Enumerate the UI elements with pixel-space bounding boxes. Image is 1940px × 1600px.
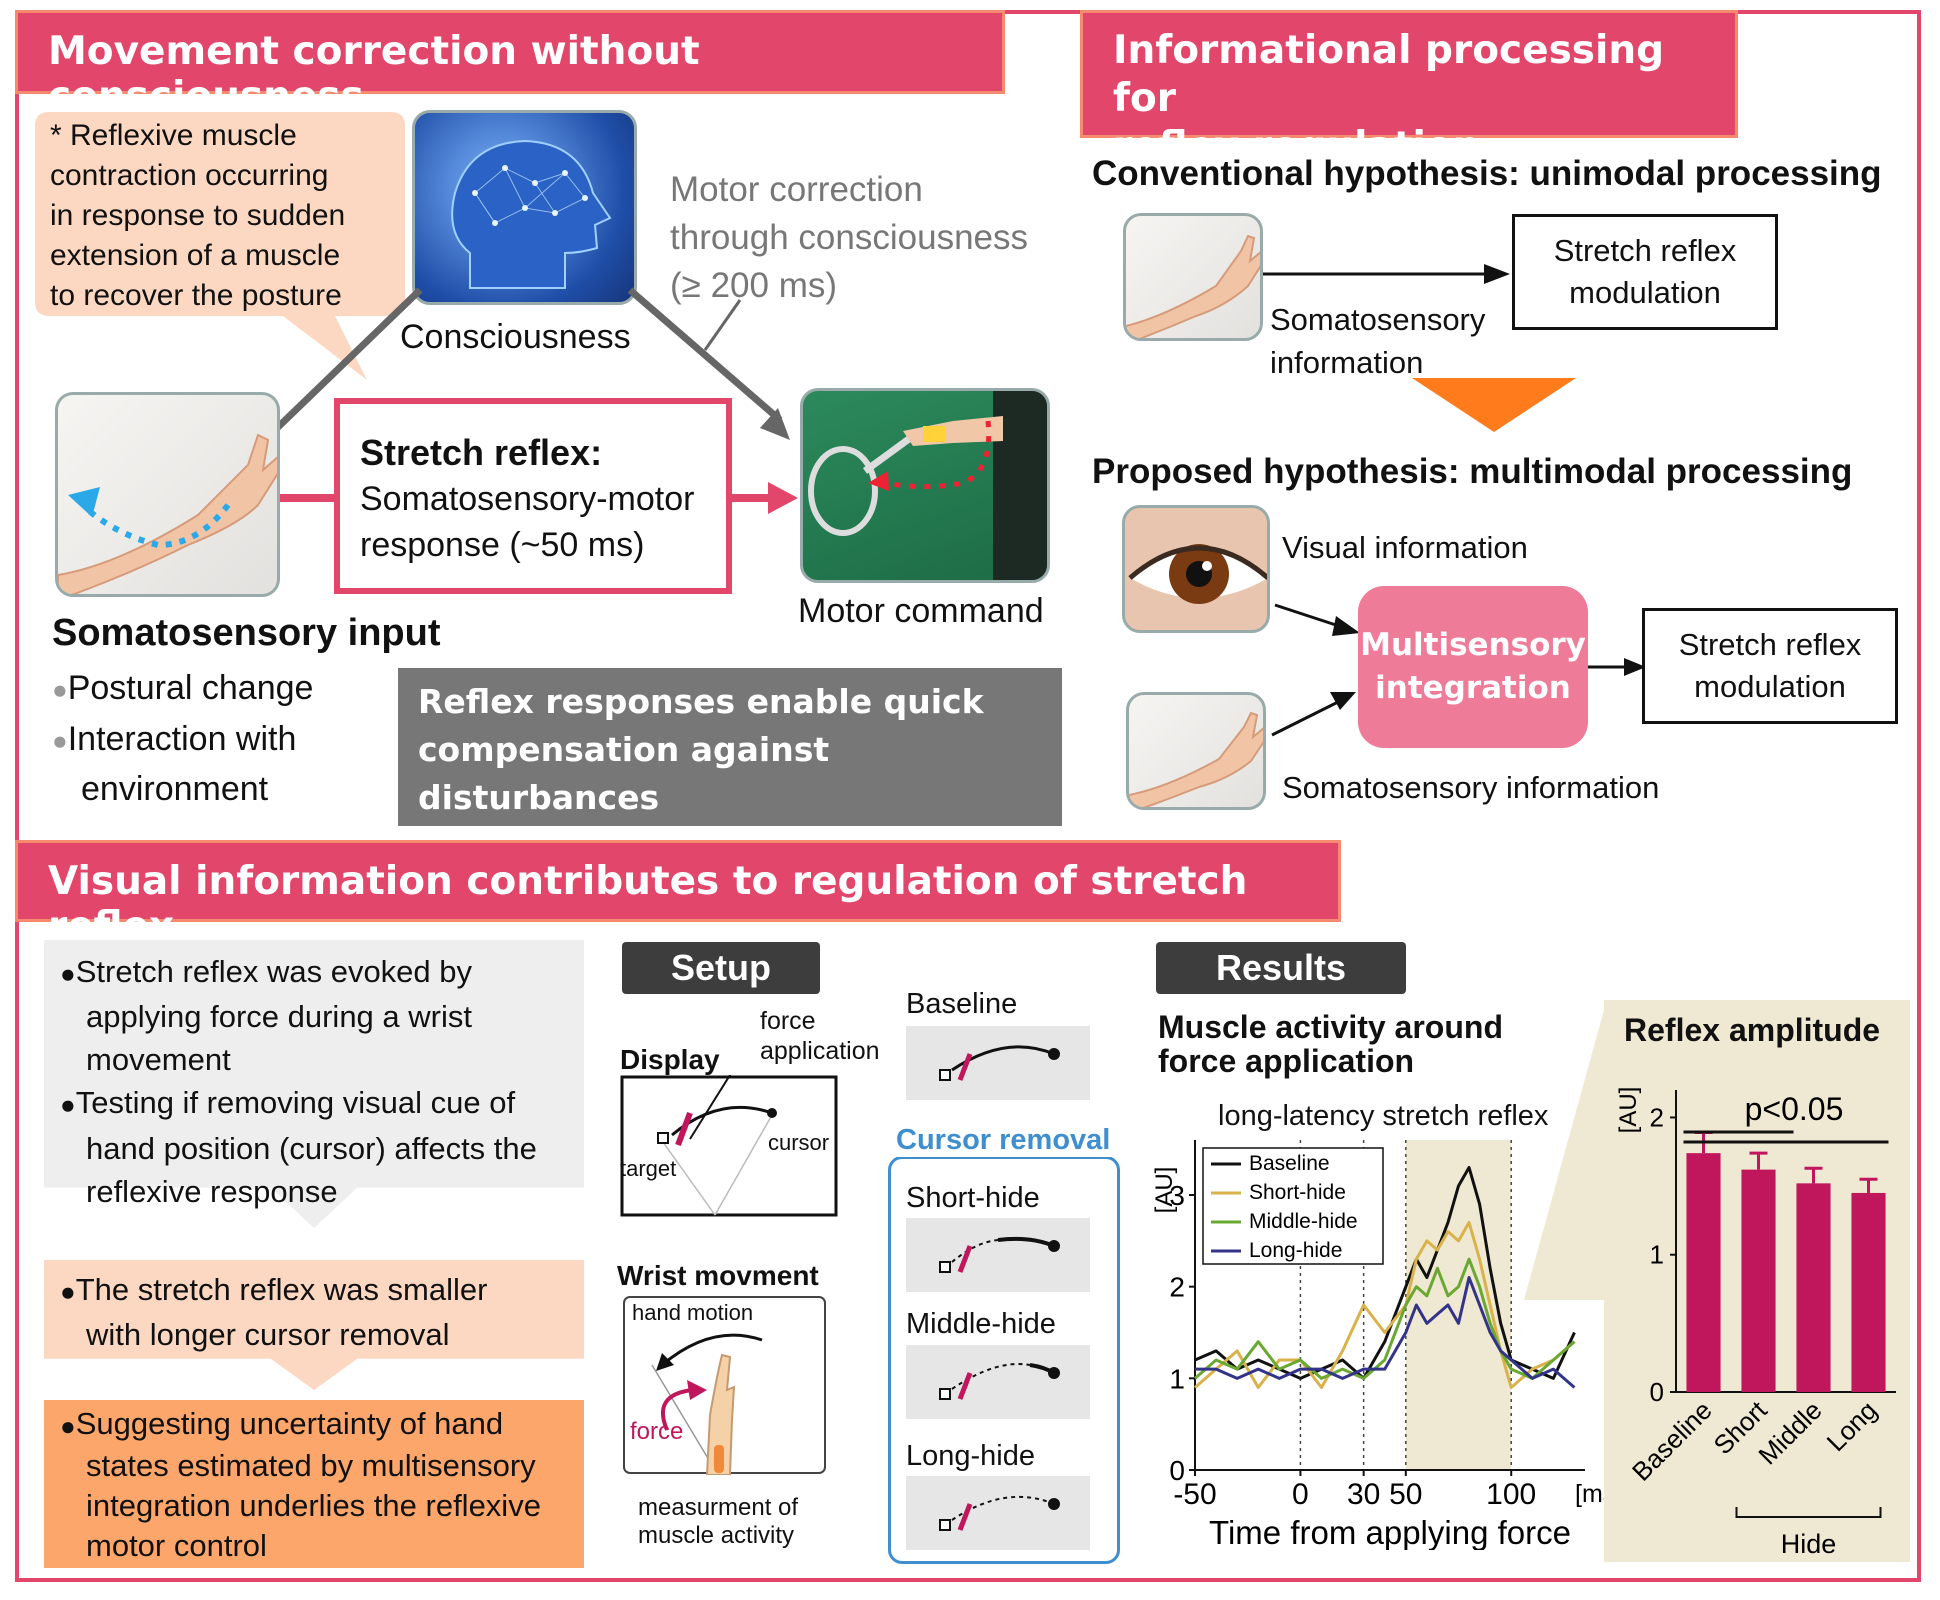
movement-arrows	[272, 287, 798, 514]
proposed-title: Proposed hypothesis: multimodal processi…	[1092, 452, 1853, 491]
section-title-movement: Movement correction without consciousnes…	[15, 10, 1005, 119]
bar-short	[1741, 1169, 1776, 1392]
legend-box	[1202, 1147, 1384, 1265]
x-tick-label: 100	[1486, 1478, 1536, 1511]
findings-box-2: ●The stretch reflex was smaller with lon…	[60, 1272, 488, 1353]
middle-hide-label: Middle-hide	[906, 1308, 1056, 1340]
baseline-label: Baseline	[906, 988, 1018, 1020]
bar-y-tick-label: 0	[1650, 1377, 1664, 1407]
tennis-photo	[800, 388, 1050, 583]
findings-box-3-bg	[44, 1400, 584, 1568]
series-line-long-hide	[1195, 1276, 1576, 1389]
line-chart-annotation: long-latency stretch reflex	[1218, 1100, 1549, 1132]
long-hide-label: Long-hide	[906, 1440, 1035, 1472]
target-label: target	[620, 1156, 677, 1181]
series-line-baseline	[1194, 1166, 1576, 1380]
baseline-trajectory	[906, 1026, 1090, 1100]
bar-category-label: Middle	[1752, 1395, 1827, 1470]
short-hide-trajectory	[906, 1218, 1090, 1292]
wrist-title: Wrist movment	[617, 1260, 819, 1291]
legend-label: Baseline	[1249, 1152, 1330, 1175]
bar-zoom-wedge	[1524, 1010, 1604, 1300]
setup-pill: Setup	[622, 942, 820, 994]
short-hide-label: Short-hide	[906, 1182, 1040, 1214]
hide-group-label: Hide	[1781, 1529, 1837, 1559]
bar-y-tick-label: 2	[1650, 1102, 1664, 1132]
hide-bracket	[1735, 1507, 1882, 1518]
arm-photo-conventional	[1123, 213, 1263, 341]
somatosensory-info-label: Somatosensory information	[1282, 770, 1660, 805]
input-list: ●Postural change ●Interaction with envir…	[52, 669, 314, 809]
y-axis-label: [AU]	[1151, 1167, 1178, 1214]
arm-photo	[55, 392, 280, 597]
long-hide-trajectory	[906, 1476, 1090, 1550]
visual-info-label: Visual information	[1282, 530, 1528, 565]
stretch-reflex-box: Stretch reflex: Somatosensory-motor resp…	[334, 398, 732, 594]
legend-label: Long-hide	[1249, 1239, 1342, 1262]
findings-box-1: ●Stretch reflex was evoked by applying f…	[60, 954, 537, 1209]
findings-box-1-bg	[44, 940, 584, 1228]
bar-chart-title: Reflex amplitude	[1624, 1012, 1881, 1048]
bar-category-label: Long	[1821, 1395, 1883, 1457]
eye-photo	[1122, 505, 1270, 633]
arm-photo-proposed	[1126, 692, 1266, 810]
bar-category-label: Baseline	[1626, 1395, 1718, 1487]
significance-label: p<0.05	[1745, 1091, 1844, 1127]
x-tick-label: 0	[1292, 1478, 1309, 1511]
section-title-visual: Visual information contributes to regula…	[15, 840, 1341, 949]
bar-long	[1851, 1192, 1886, 1392]
callout-bubble	[35, 112, 405, 380]
bar-baseline	[1686, 1153, 1721, 1392]
series-line-middle-hide	[1194, 1257, 1576, 1380]
hypothesis-arrows	[1263, 264, 1646, 737]
bar-y-tick-label: 1	[1650, 1240, 1664, 1270]
hand-motion-label: hand motion	[632, 1300, 754, 1325]
motor-command-label: Motor command	[798, 592, 1044, 630]
bar-middle	[1796, 1183, 1831, 1392]
somatosensory-input-title: Somatosensory input	[52, 612, 441, 654]
display-diagram	[620, 1075, 838, 1217]
bar-y-axis-label: [AU]	[1615, 1087, 1642, 1134]
findings-box-3: ●Suggesting uncertainty of hand states e…	[60, 1406, 541, 1563]
cursor-removal-title: Cursor removal	[892, 1124, 1115, 1157]
wrist-diagram	[623, 1296, 826, 1475]
brain-head-icon	[412, 110, 637, 305]
x-tick-label: 50	[1389, 1478, 1422, 1511]
cursor-label: cursor	[768, 1130, 830, 1155]
x-axis-label: Time from applying force	[1209, 1514, 1571, 1550]
x-tick-label: 30	[1347, 1478, 1380, 1511]
conventional-title: Conventional hypothesis: unimodal proces…	[1092, 154, 1882, 193]
y-tick-label: 3	[1169, 1180, 1185, 1211]
results-pill: Results	[1156, 942, 1406, 994]
consciousness-label: Consciousness	[400, 318, 631, 356]
y-tick-label: 1	[1169, 1363, 1185, 1394]
legend-label: Short-hide	[1249, 1181, 1346, 1204]
cursor-removal-panel	[888, 1156, 1120, 1564]
y-tick-label: 2	[1169, 1272, 1185, 1303]
middle-hide-trajectory	[906, 1345, 1090, 1419]
reflex-window	[1405, 1140, 1512, 1470]
x-tick-label: -50	[1173, 1478, 1216, 1511]
line-chart-title: Muscle activity around force application	[1158, 1009, 1503, 1079]
legend-label: Middle-hide	[1249, 1210, 1358, 1233]
force-label: force	[630, 1418, 684, 1445]
y-tick-label: 0	[1169, 1455, 1185, 1486]
display-title: Display	[620, 1044, 720, 1075]
